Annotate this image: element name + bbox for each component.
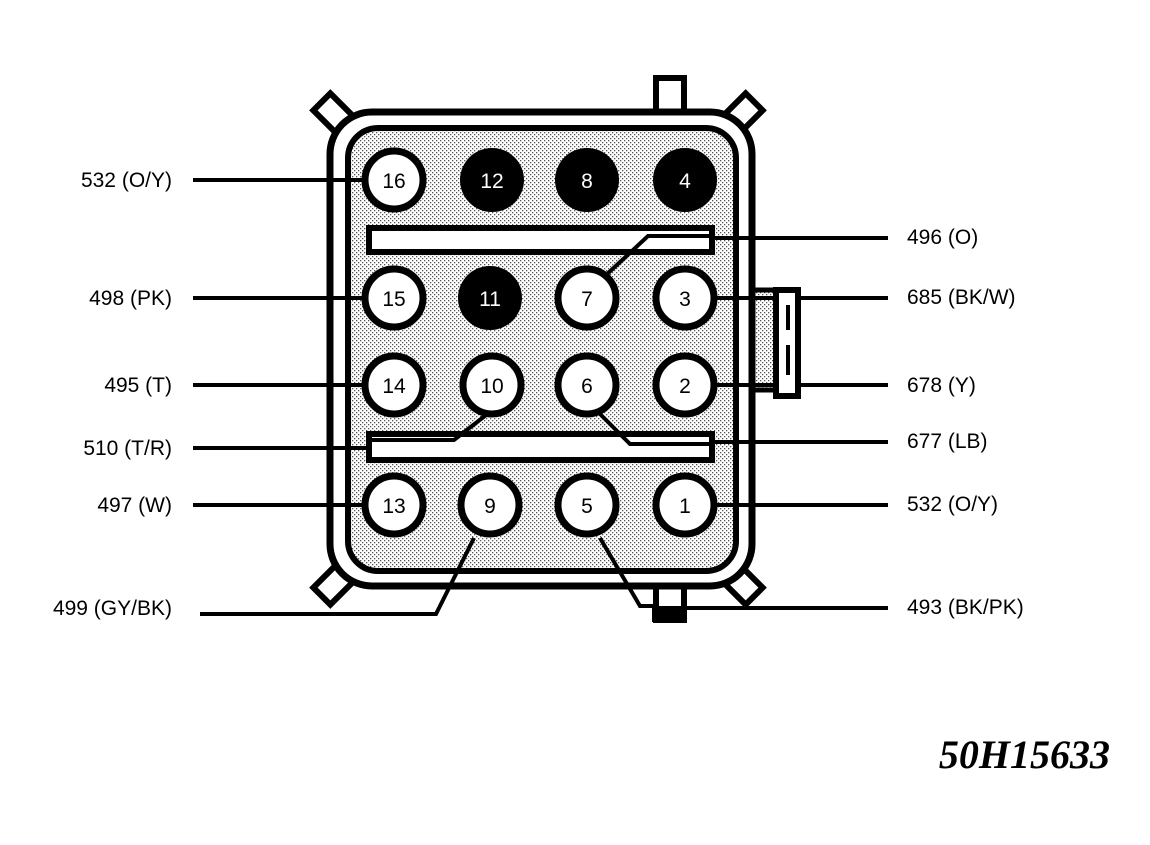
svg-text:3: 3: [679, 288, 691, 311]
wire-label-pin6: 677 (LB): [907, 430, 988, 453]
pin-grid: 16 12 8 4 15 11 7 3: [361, 147, 718, 538]
lower-keying-bar: [366, 431, 715, 463]
wire-label-pin16: 532 (O/Y): [81, 169, 172, 192]
leader-lines: [193, 178, 888, 610]
wire-label-pin3: 685 (BK/W): [907, 286, 1016, 309]
right-wire-labels: 496 (O) 685 (BK/W) 678 (Y) 677 (LB) 532 …: [907, 226, 1024, 619]
pin-1: 1: [652, 472, 718, 538]
pin-6: 6: [554, 352, 620, 418]
wire-label-pin14: 495 (T): [104, 374, 172, 397]
pin-8: 8: [555, 148, 619, 212]
figure-id: 50H15633: [939, 732, 1110, 777]
wire-label-pin10: 510 (T/R): [83, 437, 172, 460]
wire-label-pin7: 496 (O): [907, 226, 978, 249]
svg-text:5: 5: [581, 495, 593, 518]
svg-text:12: 12: [480, 170, 503, 193]
pin-15: 15: [361, 265, 427, 331]
left-wire-labels: 532 (O/Y) 498 (PK) 495 (T) 510 (T/R) 497…: [53, 169, 172, 620]
pin-3: 3: [652, 265, 718, 331]
svg-text:9: 9: [484, 495, 496, 518]
svg-text:11: 11: [479, 288, 501, 311]
upper-keying-bar: [366, 225, 715, 255]
pin-16: 16: [361, 147, 427, 213]
pin-2: 2: [652, 352, 718, 418]
svg-text:6: 6: [581, 375, 593, 398]
svg-text:10: 10: [480, 375, 503, 398]
svg-text:14: 14: [382, 375, 406, 398]
wire-label-pin5: 493 (BK/PK): [907, 596, 1024, 619]
pin-11: 11: [458, 266, 522, 330]
pin-9: 9: [457, 472, 523, 538]
wire-label-pin15: 498 (PK): [89, 287, 172, 310]
pin-10: 10: [459, 352, 525, 418]
svg-text:2: 2: [679, 375, 691, 398]
svg-text:15: 15: [382, 288, 405, 311]
svg-text:1: 1: [679, 495, 691, 518]
svg-text:7: 7: [581, 288, 593, 311]
internal-traces: [200, 234, 712, 616]
svg-text:13: 13: [382, 495, 405, 518]
pin-14: 14: [361, 352, 427, 418]
svg-text:16: 16: [382, 170, 405, 193]
pin-13: 13: [361, 472, 427, 538]
pin-5: 5: [554, 472, 620, 538]
wire-label-pin13: 497 (W): [97, 494, 172, 517]
wire-label-pin1: 532 (O/Y): [907, 493, 998, 516]
pin-7: 7: [554, 265, 620, 331]
pin-4: 4: [653, 148, 717, 212]
wire-label-pin9: 499 (GY/BK): [53, 597, 172, 620]
wire-label-pin2: 678 (Y): [907, 374, 976, 397]
pin-12: 12: [460, 148, 524, 212]
svg-text:4: 4: [679, 170, 691, 193]
svg-text:8: 8: [581, 170, 593, 193]
